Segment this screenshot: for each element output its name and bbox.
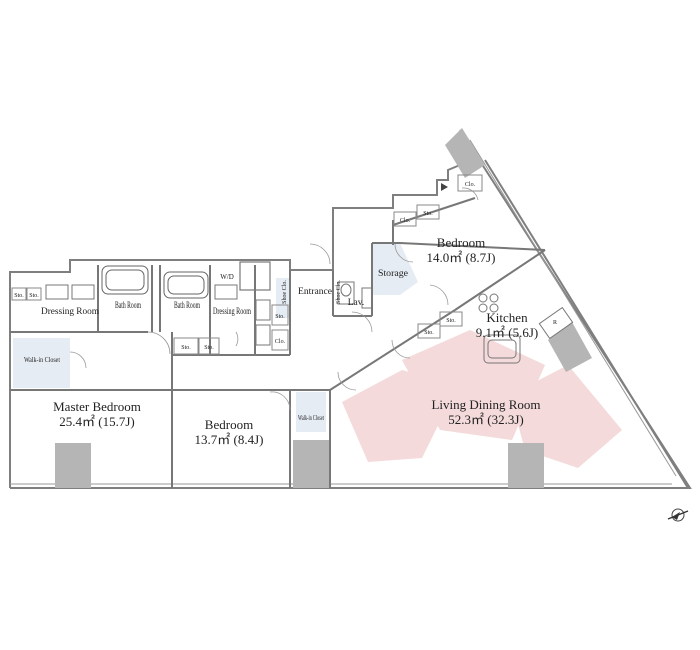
- columns: [55, 128, 592, 488]
- clo-label: Clo.: [275, 339, 286, 345]
- walkin-closet-1-label: Walk-in Closet: [24, 356, 60, 364]
- kitchen-area: 9.1㎡ (5.6J): [476, 325, 538, 340]
- living-dining-area: 52.3㎡ (32.3J): [448, 412, 523, 427]
- walkin-closet-2-fill: [296, 392, 326, 432]
- kitchen-name: Kitchen: [486, 310, 528, 325]
- fixtures: [45, 281, 574, 364]
- small-labels: Sto. Sto. Sto. Sto. Sto. Clo. Clo. Sto. …: [14, 182, 557, 351]
- bath-room-2-label: Bath Room: [174, 301, 200, 311]
- sto-label: Sto.: [275, 314, 285, 320]
- storage-fill: [372, 243, 418, 295]
- wd-label: W/D: [220, 273, 234, 281]
- dressing-room-1-label: Dressing Room: [41, 307, 100, 317]
- compass-icon: [667, 508, 689, 522]
- living-dining-name: Living Dining Room: [431, 397, 540, 412]
- dressing-room-2-label: Dressing Room: [213, 307, 251, 317]
- sto-label: Sto.: [424, 330, 434, 336]
- clo-label: Clo.: [465, 182, 476, 188]
- sto-label: Sto.: [204, 345, 214, 351]
- refrigerator-label: R: [553, 320, 557, 326]
- shoe-closet-label: Shoe Clo.: [282, 280, 288, 304]
- sto-label: Sto.: [14, 293, 24, 299]
- bathtubs: [101, 265, 209, 299]
- interior-walls: [10, 197, 546, 488]
- storage-label: Storage: [378, 269, 408, 279]
- bedroom-north-area: 14.0㎡ (8.7J): [427, 250, 496, 265]
- walkin-closet-2-label: Walk-in Closet: [298, 414, 324, 422]
- bath-room-1-label: Bath Room: [115, 301, 141, 311]
- walkin-closet-1-fill: [13, 338, 70, 388]
- balcony-lines: [10, 139, 677, 485]
- shoe-closet-fill: [276, 278, 290, 318]
- sto-label: Sto.: [29, 293, 39, 299]
- lav-label: Lav.: [348, 298, 365, 308]
- master-bedroom-name: Master Bedroom: [53, 399, 141, 414]
- room-labels: Master Bedroom 25.4㎡ (15.7J) Bedroom 13.…: [24, 235, 541, 447]
- sto-label: Sto.: [181, 345, 191, 351]
- entrance-label: Entrance: [298, 287, 332, 297]
- bedroom-south-name: Bedroom: [205, 417, 253, 432]
- shoe-closet-label: Shoe Clo.: [336, 280, 342, 304]
- closet-boxes: [11, 174, 483, 355]
- bedroom-north-name: Bedroom: [437, 235, 485, 250]
- arrow-marker-icon: [441, 183, 448, 191]
- master-bedroom-area: 25.4㎡ (15.7J): [59, 414, 134, 429]
- sto-label: Sto.: [423, 211, 433, 217]
- sto-label: Sto.: [446, 318, 456, 324]
- bedroom-south-area: 13.7㎡ (8.4J): [195, 432, 264, 447]
- clo-label: Clo.: [400, 218, 411, 224]
- door-swings: [69, 187, 479, 411]
